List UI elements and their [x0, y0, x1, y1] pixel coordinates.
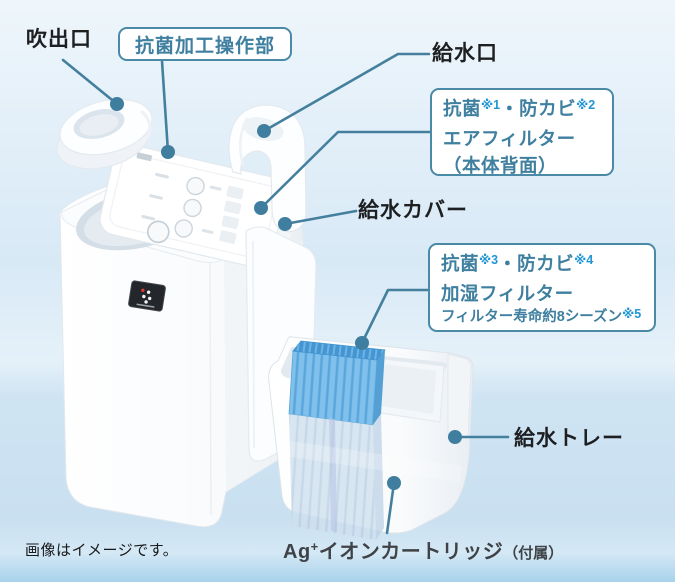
brand-mark: [136, 152, 153, 162]
cover-edge-line: [252, 240, 255, 449]
panel-button: [186, 176, 205, 196]
callout-lines: [61, 52, 510, 535]
humidifying-filter-line1: 抗菌※3・防カビ※4: [441, 253, 594, 274]
callout-line-ag-cartridge: [385, 481, 396, 535]
label-water-cover: 給水カバー: [358, 199, 468, 222]
tray-sheen: [283, 440, 462, 482]
dot-water-port: [257, 124, 271, 138]
ref-mark-4: ※4: [574, 253, 594, 267]
air-filter-line2: エアフィルター: [443, 128, 576, 149]
panel-text: [201, 228, 214, 234]
callout-line-operation-panel: [160, 59, 170, 154]
ag-plus-sup: +: [310, 539, 319, 554]
callout-line-water-cover: [283, 209, 358, 226]
panel-text: [209, 185, 222, 191]
humidifying-filter-line3: フィルター寿命約8シーズン※5: [441, 307, 642, 325]
dot-operation-panel: [161, 145, 175, 159]
dot-water-cover: [278, 217, 292, 231]
panel-text: [155, 173, 169, 179]
panel-button: [174, 219, 193, 238]
callout-box-air-filter: 抗菌※1・防カビ※2 エアフィルター （本体背面）: [430, 88, 614, 176]
humidifying-filter: [288, 340, 386, 540]
water-supply-spout: [228, 104, 307, 233]
callout-line-air-outlet: [61, 58, 119, 106]
tray-handle-side: [447, 353, 472, 439]
ag-note: （付属）: [503, 545, 564, 562]
panel-indicator: [221, 215, 239, 230]
ref-mark-3: ※3: [479, 253, 499, 267]
panel-indicator: [224, 200, 242, 215]
humidifying-filter-line2: 加湿フィルター: [441, 283, 574, 304]
callout-dots: [110, 97, 462, 490]
air-filter-line3: （本体背面）: [443, 155, 558, 176]
label-water-port: 給水口: [432, 42, 498, 65]
main-unit: [56, 98, 317, 528]
water-tray: [268, 336, 474, 540]
ref-mark-2: ※2: [576, 98, 596, 112]
air-filter-line1: 抗菌※1・防カビ※2: [443, 98, 596, 119]
plasmacluster-badge: [128, 280, 166, 312]
dot-air-filter: [254, 201, 268, 215]
dot-air-outlet: [110, 97, 124, 111]
dot-ag-cartridge: [387, 476, 401, 490]
panel-button: [183, 198, 202, 218]
label-water-tray: 給水トレー: [514, 427, 624, 450]
callout-box-humidifying-filter: 抗菌※3・防カビ※4 加湿フィルター フィルター寿命約8シーズン※5: [428, 243, 656, 332]
ref-mark-5: ※5: [622, 307, 642, 321]
callout-line-air-filter: [259, 130, 432, 210]
disclaimer-text: 画像はイメージです。: [25, 542, 179, 559]
dot-humidifying-filter: [355, 336, 369, 350]
panel-indicator: [219, 230, 237, 244]
power-button: [146, 220, 170, 244]
ion-cartridge-inner: [380, 364, 436, 414]
callout-box-operation-panel: 抗菌加工操作部: [118, 27, 292, 61]
control-panel: [99, 143, 287, 269]
label-air-outlet: 吹出口: [26, 28, 92, 51]
panel-text: [149, 194, 163, 200]
body-seam: [209, 261, 212, 516]
dot-water-tray: [448, 430, 462, 444]
label-ag-cartridge: Ag+イオンカートリッジ（付属）: [283, 539, 564, 563]
panel-indicator: [226, 185, 244, 200]
ref-mark-1: ※1: [481, 98, 501, 112]
callout-line-water-port: [262, 52, 431, 133]
air-outlet-ring: [56, 98, 153, 170]
callout-line-humidifying-filter: [360, 288, 431, 345]
filter-seam: [329, 418, 337, 532]
panel-text: [141, 214, 156, 221]
operation-panel-text: 抗菌加工操作部: [134, 35, 275, 57]
